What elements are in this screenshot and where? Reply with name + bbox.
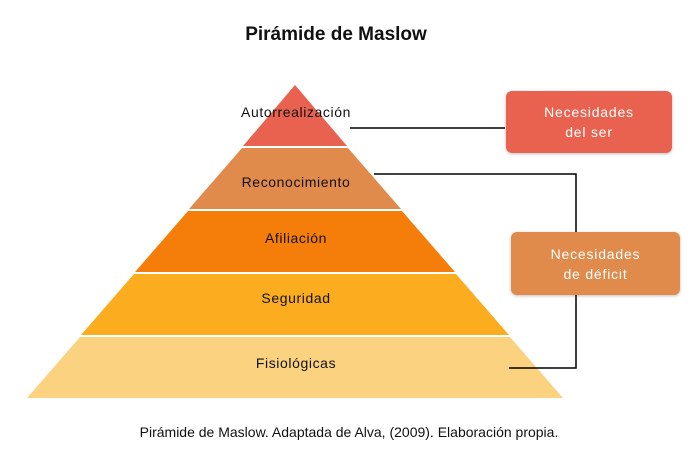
group-label-deficit: Necesidades de déficit [550, 245, 641, 282]
figure-caption: Pirámide de Maslow. Adaptada de Alva, (2… [139, 424, 559, 440]
group-label-ser: Necesidades del ser [544, 104, 634, 140]
level-label-autorrealizacion: Autorrealización [241, 104, 351, 120]
level-autorrealizacion [243, 85, 347, 146]
level-afiliacion [135, 211, 455, 272]
level-reconocimiento [189, 148, 401, 209]
group-box-necesidades-de-deficit: Necesidades de déficit [511, 232, 680, 295]
level-label-seguridad: Seguridad [261, 290, 330, 306]
level-fisiologicas [27, 337, 563, 398]
group-box-necesidades-del-ser: Necesidades del ser [506, 91, 672, 153]
level-label-fisiologicas: Fisiológicas [256, 355, 336, 371]
diagram-title: Pirámide de Maslow [245, 24, 427, 45]
level-seguridad [81, 274, 509, 335]
level-label-reconocimiento: Reconocimiento [242, 174, 351, 190]
level-label-afiliacion: Afiliación [265, 230, 327, 246]
